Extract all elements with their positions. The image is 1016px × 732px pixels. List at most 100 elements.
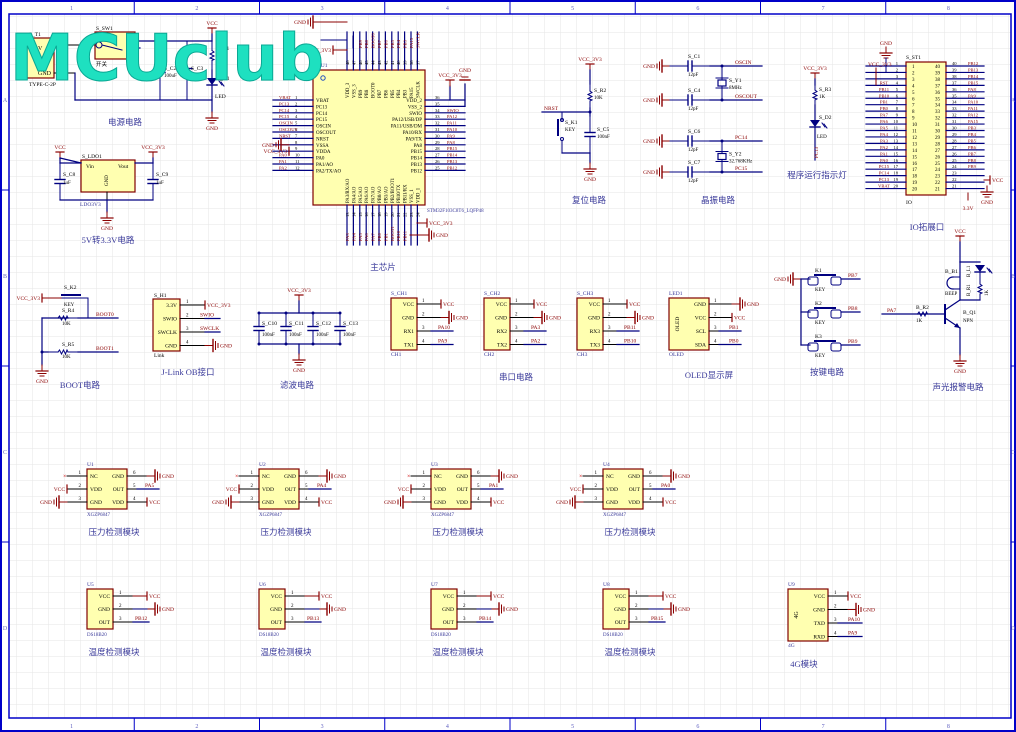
section-title-oled: OLED显示屏 — [685, 370, 734, 380]
part-name: DS18B20 — [87, 633, 107, 638]
part-name: KEY — [815, 288, 826, 293]
value-label: 12pF — [688, 73, 699, 78]
pin-number: 30 — [952, 126, 957, 131]
net-label: PA3 — [531, 325, 541, 331]
ground-symbol: GND — [731, 297, 759, 311]
pin-number: 3 — [635, 617, 638, 622]
net-label: PA11 — [447, 121, 458, 126]
net-label: PC15 — [735, 166, 747, 172]
led-ray — [823, 123, 828, 129]
junction-dot — [257, 311, 261, 315]
net-label: PA10 — [438, 325, 450, 331]
net-label: PA7 — [880, 113, 888, 118]
net-label: PA12 — [968, 113, 979, 118]
section-title-uart: 串口电路 — [499, 372, 534, 382]
ref-label: S_C6 — [688, 129, 700, 135]
pin-name: VCC — [403, 302, 415, 308]
pin-number: 26 — [435, 159, 440, 164]
pin-name: VSSA — [316, 144, 329, 149]
pin-number: 4 — [133, 497, 136, 502]
net-label: PA7 — [887, 308, 897, 314]
pin-number: 36 — [952, 87, 957, 92]
power-port: VCC — [54, 145, 66, 159]
ground-symbol: GND — [205, 111, 219, 132]
pin-name: PA10/RX — [403, 131, 423, 136]
ref-label: U7 — [431, 582, 438, 588]
net-label: BOOT0 — [371, 32, 376, 48]
ds18b20-sensor — [258, 588, 286, 630]
stm32-mcu — [312, 69, 426, 206]
pin-number: 5 — [305, 484, 308, 489]
pin-name: SWCLK — [158, 330, 177, 336]
pin-number: 15 — [912, 155, 918, 160]
ref-label: S_R3 — [819, 87, 831, 93]
pin-number: 32 — [935, 117, 941, 122]
net-label: PA8 — [447, 140, 455, 145]
capacitor — [584, 115, 596, 154]
ground-symbol: GND — [40, 495, 68, 509]
pin-name: PB4 — [397, 89, 402, 98]
pin-number: 19 — [383, 212, 388, 217]
pin-name: VDD — [628, 500, 640, 506]
value-label: 100uF — [164, 74, 177, 79]
net-label: PA9 — [438, 339, 448, 345]
ground-label: GND — [40, 500, 52, 506]
section-title-temperature: 温度检测模块 — [432, 647, 484, 657]
ground-symbol: GND — [318, 469, 346, 483]
net-label: PA2 — [279, 165, 287, 170]
junction-dot — [284, 311, 288, 315]
pin-name: OUT — [457, 487, 469, 493]
ref-label: B_R1 — [967, 284, 972, 296]
power-label: VCC — [493, 500, 505, 506]
net-label: PB15 — [651, 616, 663, 622]
pin-number: 22 — [952, 177, 957, 182]
pin-number: 4 — [608, 340, 611, 345]
pin-name: V — [38, 46, 43, 52]
no-connect-mark: × — [579, 474, 582, 480]
pin-number: 7 — [912, 104, 915, 109]
pin-number: 36 — [935, 91, 941, 96]
uart-header — [483, 297, 511, 351]
ground-symbol: GND — [583, 162, 597, 183]
part-name: 4G — [788, 643, 795, 649]
ldo-regulator — [80, 159, 136, 193]
led-triangle — [207, 78, 217, 85]
section-title-run-led: 程序运行指示灯 — [787, 170, 847, 180]
pin-name: OUT — [443, 620, 455, 626]
net-label: PC15 — [879, 164, 890, 169]
zone-row-label: C — [3, 450, 7, 456]
ground-label: GND — [220, 344, 232, 350]
net-label: PA12 — [447, 114, 458, 119]
pin-name: PB14 — [411, 157, 423, 162]
junction-dot — [311, 311, 315, 315]
net-label: PA10 — [447, 127, 458, 132]
net-label: VBAT — [878, 184, 890, 189]
zone-column-label: 2 — [195, 6, 198, 12]
ground-label: GND — [36, 379, 48, 385]
uart-header — [576, 297, 604, 351]
emitter-arrow — [954, 323, 960, 328]
pin-number: 33 — [935, 110, 941, 115]
pin-number: 13 — [893, 138, 898, 143]
ground-symbol: GND — [643, 165, 671, 179]
ground-symbol: GND — [146, 602, 174, 616]
ref-label: U3 — [431, 462, 438, 468]
net-label: PA3 — [880, 138, 888, 143]
ref-label: S_ST1 — [906, 55, 921, 61]
net-label: BOOT1 — [390, 225, 395, 241]
pin-number: 1 — [608, 299, 611, 304]
pin-name: GND — [614, 607, 626, 613]
junction-dot — [720, 139, 724, 143]
power-label: VCC_3V3 — [438, 73, 462, 79]
pin-name: OUT — [271, 620, 283, 626]
net-label: PB7 — [968, 151, 977, 156]
net-label: PB10 — [879, 93, 890, 98]
pin-number: 4 — [477, 497, 480, 502]
pin-number: 5 — [295, 121, 298, 126]
part-name: KEY — [565, 128, 576, 133]
led-ray — [986, 267, 991, 273]
wire — [59, 157, 82, 164]
